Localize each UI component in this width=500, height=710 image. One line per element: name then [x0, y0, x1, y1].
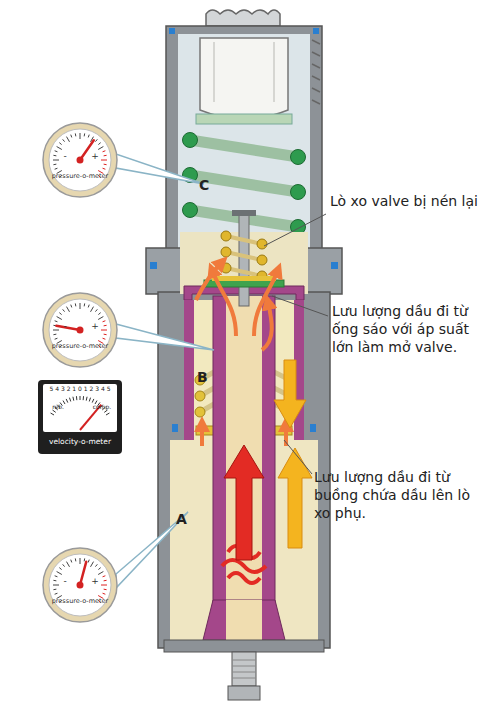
callout-leader	[264, 214, 328, 474]
gauge-name: pressure-o-meter	[42, 343, 118, 350]
gauge-scale: 5 4 3 2 1 0 1 2 3 4 5	[42, 386, 118, 393]
callout-text: Lò xo valve bị nén lại	[330, 192, 480, 210]
chamber-a	[170, 440, 318, 640]
chamber-letter: C	[199, 176, 219, 194]
up-arrow	[278, 448, 312, 548]
pressure-gauge: - + pressure-o-meter	[42, 292, 118, 368]
chamber-letter: A	[176, 510, 196, 528]
gauge-reb: reb.	[46, 404, 70, 411]
chamber-letter: B	[197, 368, 217, 386]
cap-block	[200, 38, 288, 119]
callout-text: Lưu lượng dầu đi từ buồng chứa dầu lên l…	[314, 468, 484, 523]
red-flow-arrow	[222, 445, 266, 583]
bottom-bolt	[232, 652, 256, 686]
callout-text: Lưu lượng dầu đi từ ống sáo với áp suất …	[332, 302, 484, 357]
gauge-plus: +	[88, 322, 102, 332]
gauge-minus: -	[58, 152, 72, 162]
gauge-comp: comp.	[88, 404, 116, 411]
gauge-name: pressure-o-meter	[42, 173, 118, 180]
valve-spring	[204, 210, 284, 306]
velocity-gauge: 5 4 3 2 1 0 1 2 3 4 5 reb. comp. velocity-o…	[38, 380, 122, 454]
gauge-face	[42, 547, 118, 623]
pressure-gauge: - + pressure-o-meter	[42, 122, 118, 198]
down-arrow	[274, 360, 306, 428]
gauge-minus: -	[58, 322, 72, 332]
gauge-minus: -	[58, 577, 72, 587]
gauge-face	[42, 122, 118, 198]
pressure-gauge: - + pressure-o-meter	[42, 547, 118, 623]
gauge-name: velocity-o-meter	[38, 438, 122, 446]
gauge-plus: +	[88, 577, 102, 587]
gauge-face	[42, 292, 118, 368]
orange-flow	[196, 262, 286, 446]
piston-rod	[213, 296, 275, 606]
gauge-name: pressure-o-meter	[42, 598, 118, 605]
top-nut	[206, 10, 280, 26]
gauge-plus: +	[88, 152, 102, 162]
spring-seat	[196, 114, 292, 124]
